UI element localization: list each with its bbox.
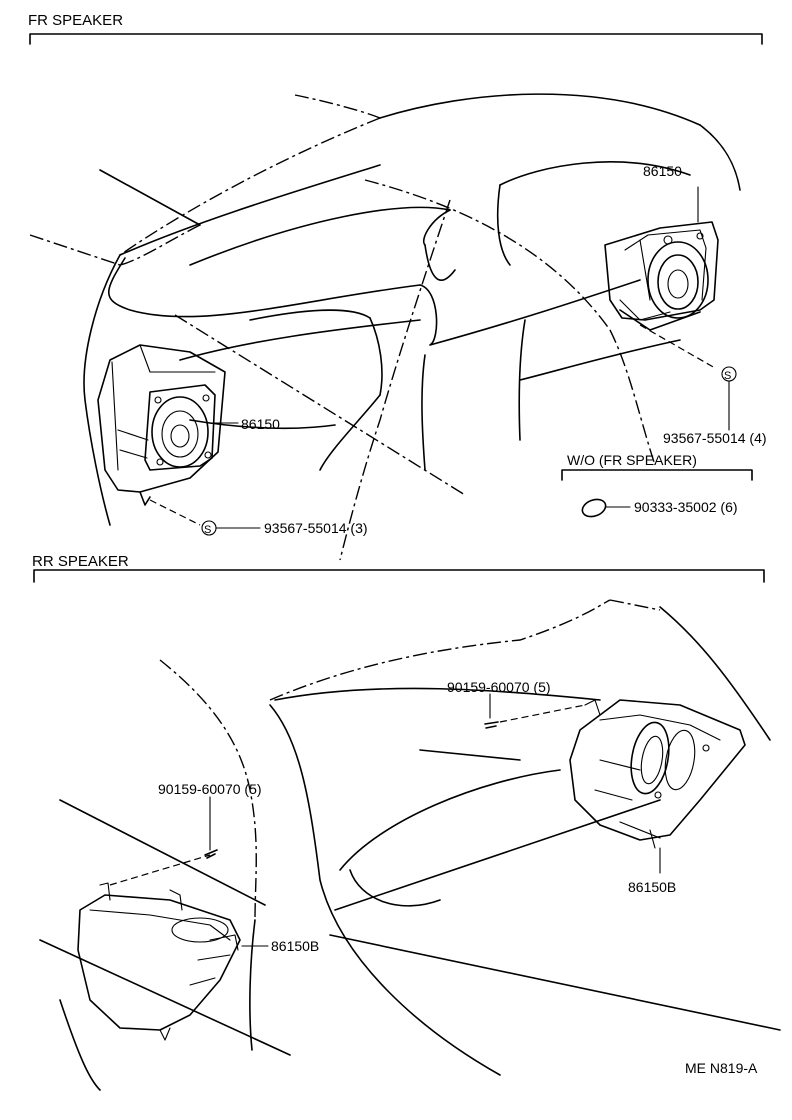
label-wo-fr-speaker: W/O (FR SPEAKER) (567, 452, 697, 468)
wo-bracket (561, 469, 753, 481)
section-title-rr-speaker: RR SPEAKER (32, 553, 129, 570)
s-mark-right-text: S (724, 370, 731, 382)
section-bracket-fr (29, 33, 763, 45)
label-86150b-left: 86150B (271, 938, 319, 954)
hole-plug[interactable] (580, 496, 608, 519)
section-title-fr-speaker: FR SPEAKER (28, 12, 123, 29)
dashboard-outline (29, 93, 741, 561)
fr-speaker-right[interactable] (604, 221, 719, 331)
figure-code: ME N819-A (685, 1060, 758, 1076)
rr-bolt-left[interactable] (204, 849, 218, 859)
label-86150-right: 86150 (643, 163, 682, 179)
label-bolt-right: 90159-60070 (5) (447, 679, 551, 695)
rr-bolt-right[interactable] (484, 721, 499, 729)
rr-speaker-left[interactable] (77, 882, 241, 1041)
rr-bolt-right-leader (499, 704, 586, 723)
screw-right-leader (639, 324, 716, 369)
rr-speaker-right[interactable] (569, 699, 746, 849)
rr-bolt-left-leader (109, 854, 211, 886)
s-mark-left-text: S (204, 524, 211, 536)
screw-left-leader (149, 499, 201, 526)
fr-speaker-left[interactable] (97, 344, 226, 506)
label-bolt-left: 90159-60070 (5) (158, 781, 262, 797)
section-bracket-rr (33, 569, 765, 583)
label-screw-left: 93567-55014 (3) (264, 520, 368, 536)
label-86150b-right: 86150B (628, 879, 676, 895)
label-86150-left: 86150 (241, 416, 280, 432)
label-screw-right: 93567-55014 (4) (663, 430, 767, 446)
label-hole-plug: 90333-35002 (6) (634, 499, 738, 515)
rear-shelf-outline (39, 599, 781, 1091)
